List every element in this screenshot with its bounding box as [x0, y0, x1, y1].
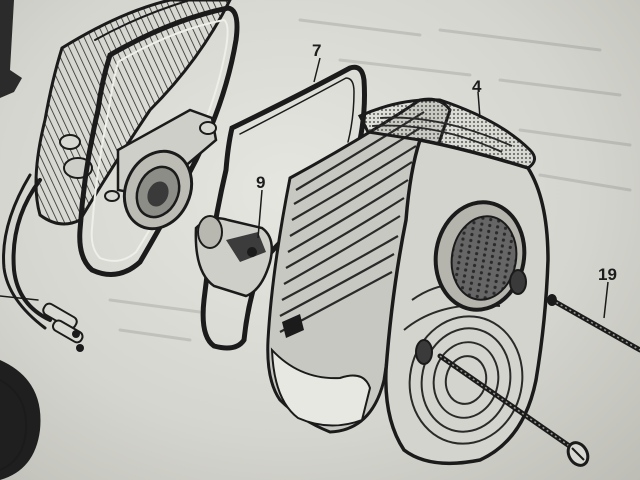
lens-ribs — [279, 111, 425, 333]
bulb-socket-bracket — [104, 108, 218, 231]
callout-part-19: 19 — [598, 265, 617, 284]
callout-part-4: 4 — [472, 77, 482, 96]
reflector-window — [433, 200, 527, 312]
gasket-frame — [77, 5, 240, 277]
callout-labels: 7 4 9 19 — [256, 41, 617, 284]
mounting-screw — [437, 294, 640, 467]
adjacent-round-part-bottom-left — [0, 360, 41, 480]
wiring-harness — [0, 173, 84, 352]
adjacent-part-top-left — [0, 0, 22, 98]
tail-light-lens — [266, 97, 550, 466]
wire-terminal-connectors — [42, 302, 84, 352]
callout-leader-lines — [257, 57, 609, 319]
background-print-texture — [108, 18, 632, 342]
bulb-socket — [194, 215, 273, 298]
callout-part-9: 9 — [256, 173, 265, 192]
callout-part-7: 7 — [312, 41, 321, 60]
